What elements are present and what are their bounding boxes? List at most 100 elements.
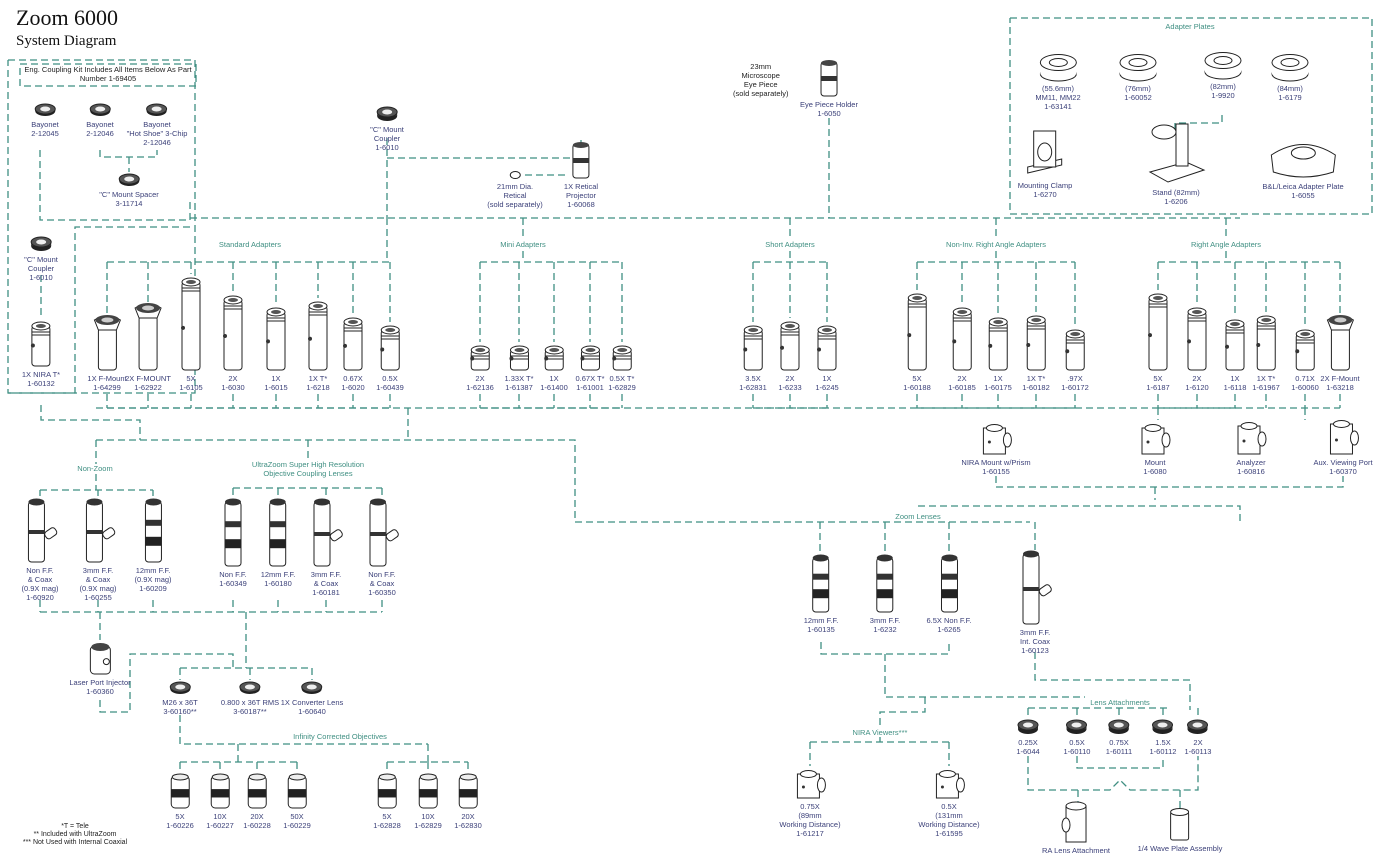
adapter-tube-icon [470,345,490,371]
adapter-item[interactable]: 1X T*1-60182 [1022,312,1050,392]
zoom-lens-icon [940,554,958,613]
small-ring-icon [1152,719,1174,734]
zoom-lens[interactable]: 12mm F.F.1-60135 [804,552,838,634]
zoom-lens[interactable]: 6.5X Non F.F.1-6265 [926,552,972,634]
connector-line [879,697,926,728]
part-label-line: 0.75X [1109,738,1129,747]
adapter-item[interactable]: 1X T*1-61967 [1252,312,1280,392]
part-label-line: 2-12046 [86,129,114,138]
objective-icon [247,773,267,809]
zoom-lens[interactable]: 3mm F.F.1-6232 [870,552,900,634]
f-mount-adapter-icon [1326,315,1354,371]
nonzoom-lens[interactable]: 3mm F.F.& Coax(0.9X mag)1-60255 [79,496,117,602]
stand[interactable]: Stand (82mm)1-6206 [1146,118,1206,206]
adapter-item[interactable]: 0.67X T*1-61001 [575,342,605,392]
adapter-item[interactable]: 0.5X T*1-62829 [608,342,636,392]
part-label-line: 1-60175 [984,383,1012,392]
adapter-plate[interactable]: (76mm)1-60052 [1118,52,1158,102]
adapter-tube-icon [988,317,1008,371]
reticle[interactable]: 21mm Dia.Retical(sold separately) [487,170,543,209]
adapter-plate[interactable]: (84mm)1-6179 [1270,52,1310,102]
part-label-line: 1-60209 [139,584,167,593]
ultrazoom-lens[interactable]: Non F.F.1-60349 [219,496,247,588]
adapter-plate[interactable]: (82mm)1-9920 [1203,50,1243,100]
note-line: (sold separately) [733,89,789,98]
nonzoom-lens[interactable]: Non F.F.& Coax(0.9X mag)1-60920 [21,496,59,602]
ultrazoom-lens[interactable]: 12mm F.F.1-60180 [261,496,295,588]
adapter-item[interactable]: 1.33X T*1-61387 [504,342,534,392]
wave-plate-assembly[interactable]: 1/4 Wave Plate Assembly [1138,806,1222,853]
ra-lens-attachment[interactable]: RA Lens Attachment [1042,798,1110,855]
part-label-line: 1X [271,374,281,383]
adapter-tube-icon [1295,329,1315,371]
nira-adapter[interactable]: 1X NIRA T*1-60132 [22,318,60,388]
part-label-line: 1-6120 [1185,383,1209,392]
adapter-item[interactable]: 1X T*1-6218 [306,298,330,392]
nonzoom-lens[interactable]: 12mm F.F.(0.9X mag)1-60209 [134,496,172,593]
